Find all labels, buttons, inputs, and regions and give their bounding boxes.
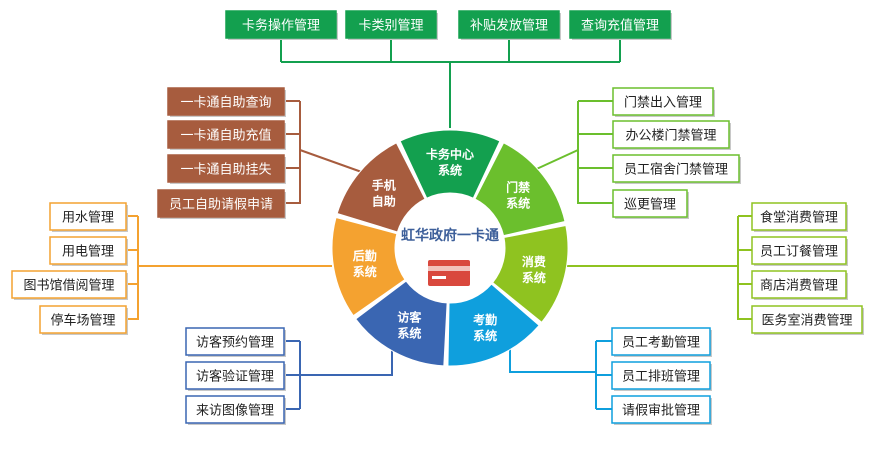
- svg-text:用电管理: 用电管理: [62, 245, 114, 260]
- svg-text:员工考勤管理: 员工考勤管理: [622, 336, 700, 351]
- logistics-item-1: 用电管理: [49, 236, 128, 266]
- access-item-0: 门禁出入管理: [612, 87, 715, 117]
- attendance-item-0: 员工考勤管理: [611, 327, 712, 357]
- center-title: 虹华政府一卡通: [401, 227, 499, 244]
- svg-text:巡更管理: 巡更管理: [624, 198, 676, 213]
- segment-access-line2: 系统: [506, 196, 530, 211]
- svg-text:请假审批管理: 请假审批管理: [622, 404, 700, 419]
- card-center-item-2: 补贴发放管理: [458, 10, 561, 40]
- segment-mobile-line1: 手机: [372, 177, 396, 192]
- svg-text:补贴发放管理: 补贴发放管理: [470, 18, 548, 34]
- connector-lines: [126, 38, 752, 410]
- svg-text:商店消费管理: 商店消费管理: [760, 279, 838, 294]
- card-icon: [428, 260, 470, 286]
- consume-item-0: 食堂消费管理: [751, 202, 848, 232]
- segment-card-center-line1: 卡务中心: [426, 147, 474, 162]
- svg-text:员工宿舍门禁管理: 员工宿舍门禁管理: [624, 162, 728, 178]
- segment-card-center-line2: 系统: [438, 163, 462, 178]
- svg-text:停车场管理: 停车场管理: [50, 313, 115, 329]
- segment-logistics-line2: 系统: [353, 264, 377, 279]
- consume-item-3: 医务室消费管理: [751, 305, 864, 335]
- center-hub: 虹华政府一卡通: [401, 227, 499, 286]
- mobile-item-3: 员工自助请假申请: [157, 189, 286, 219]
- svg-text:访客验证管理: 访客验证管理: [196, 369, 274, 385]
- logistics-item-2: 图书馆借阅管理: [11, 270, 128, 300]
- svg-text:员工排班管理: 员工排班管理: [622, 370, 700, 385]
- segment-consume-line1: 消费: [522, 254, 546, 269]
- svg-text:一卡通自助查询: 一卡通自助查询: [180, 96, 271, 111]
- svg-text:图书馆借阅管理: 图书馆借阅管理: [23, 279, 114, 294]
- access-item-2: 员工宿舍门禁管理: [612, 154, 741, 184]
- svg-text:员工订餐管理: 员工订餐管理: [760, 244, 838, 260]
- attendance-item-2: 请假审批管理: [611, 395, 712, 425]
- access-item-3: 巡更管理: [612, 189, 689, 219]
- logistics-item-0: 用水管理: [49, 202, 128, 232]
- card-center-item-0: 卡务操作管理: [225, 10, 338, 40]
- svg-text:食堂消费管理: 食堂消费管理: [760, 210, 838, 226]
- card-center-item-3: 查询充值管理: [569, 10, 672, 40]
- svg-text:员工自助请假申请: 员工自助请假申请: [169, 198, 273, 213]
- svg-text:办公楼门禁管理: 办公楼门禁管理: [625, 129, 716, 144]
- segment-attendance-line2: 系统: [473, 328, 497, 343]
- segment-visitor-line1: 访客: [397, 309, 422, 324]
- svg-text:门禁出入管理: 门禁出入管理: [624, 96, 702, 111]
- mobile-item-0: 一卡通自助查询: [167, 87, 286, 117]
- svg-text:用水管理: 用水管理: [62, 211, 114, 226]
- segment-access-line1: 门禁: [506, 180, 530, 195]
- visitor-item-2: 来访图像管理: [185, 395, 286, 425]
- attendance-item-1: 员工排班管理: [611, 361, 712, 391]
- svg-text:医务室消费管理: 医务室消费管理: [761, 313, 852, 329]
- svg-text:一卡通自助挂失: 一卡通自助挂失: [180, 163, 271, 178]
- visitor-item-1: 访客验证管理: [185, 361, 286, 391]
- segment-logistics-line1: 后勤: [353, 248, 377, 263]
- visitor-item-0: 访客预约管理: [185, 327, 286, 357]
- segment-attendance-line1: 考勤: [473, 312, 497, 327]
- access-item-1: 办公楼门禁管理: [612, 120, 731, 150]
- svg-text:查询充值管理: 查询充值管理: [581, 18, 659, 34]
- card-center-item-1: 卡类别管理: [345, 10, 438, 40]
- consume-item-2: 商店消费管理: [751, 270, 848, 300]
- logistics-item-3: 停车场管理: [39, 305, 128, 335]
- svg-text:来访图像管理: 来访图像管理: [196, 404, 274, 419]
- consume-item-1: 员工订餐管理: [751, 236, 848, 266]
- mobile-item-1: 一卡通自助充值: [167, 120, 286, 150]
- svg-text:一卡通自助充值: 一卡通自助充值: [180, 128, 271, 144]
- module-boxes: 卡务操作管理 卡类别管理 补贴发放管理 查询充值管理门禁出入管理办公楼门禁管理员工宿舍…: [11, 10, 864, 425]
- svg-text:卡务操作管理: 卡务操作管理: [242, 18, 320, 34]
- segment-visitor-line2: 系统: [397, 325, 421, 340]
- svg-text:卡类别管理: 卡类别管理: [358, 19, 423, 34]
- segment-mobile-line2: 自助: [372, 193, 396, 208]
- mobile-item-2: 一卡通自助挂失: [167, 154, 286, 184]
- segment-consume-line2: 系统: [522, 270, 546, 285]
- svg-text:访客预约管理: 访客预约管理: [196, 335, 274, 351]
